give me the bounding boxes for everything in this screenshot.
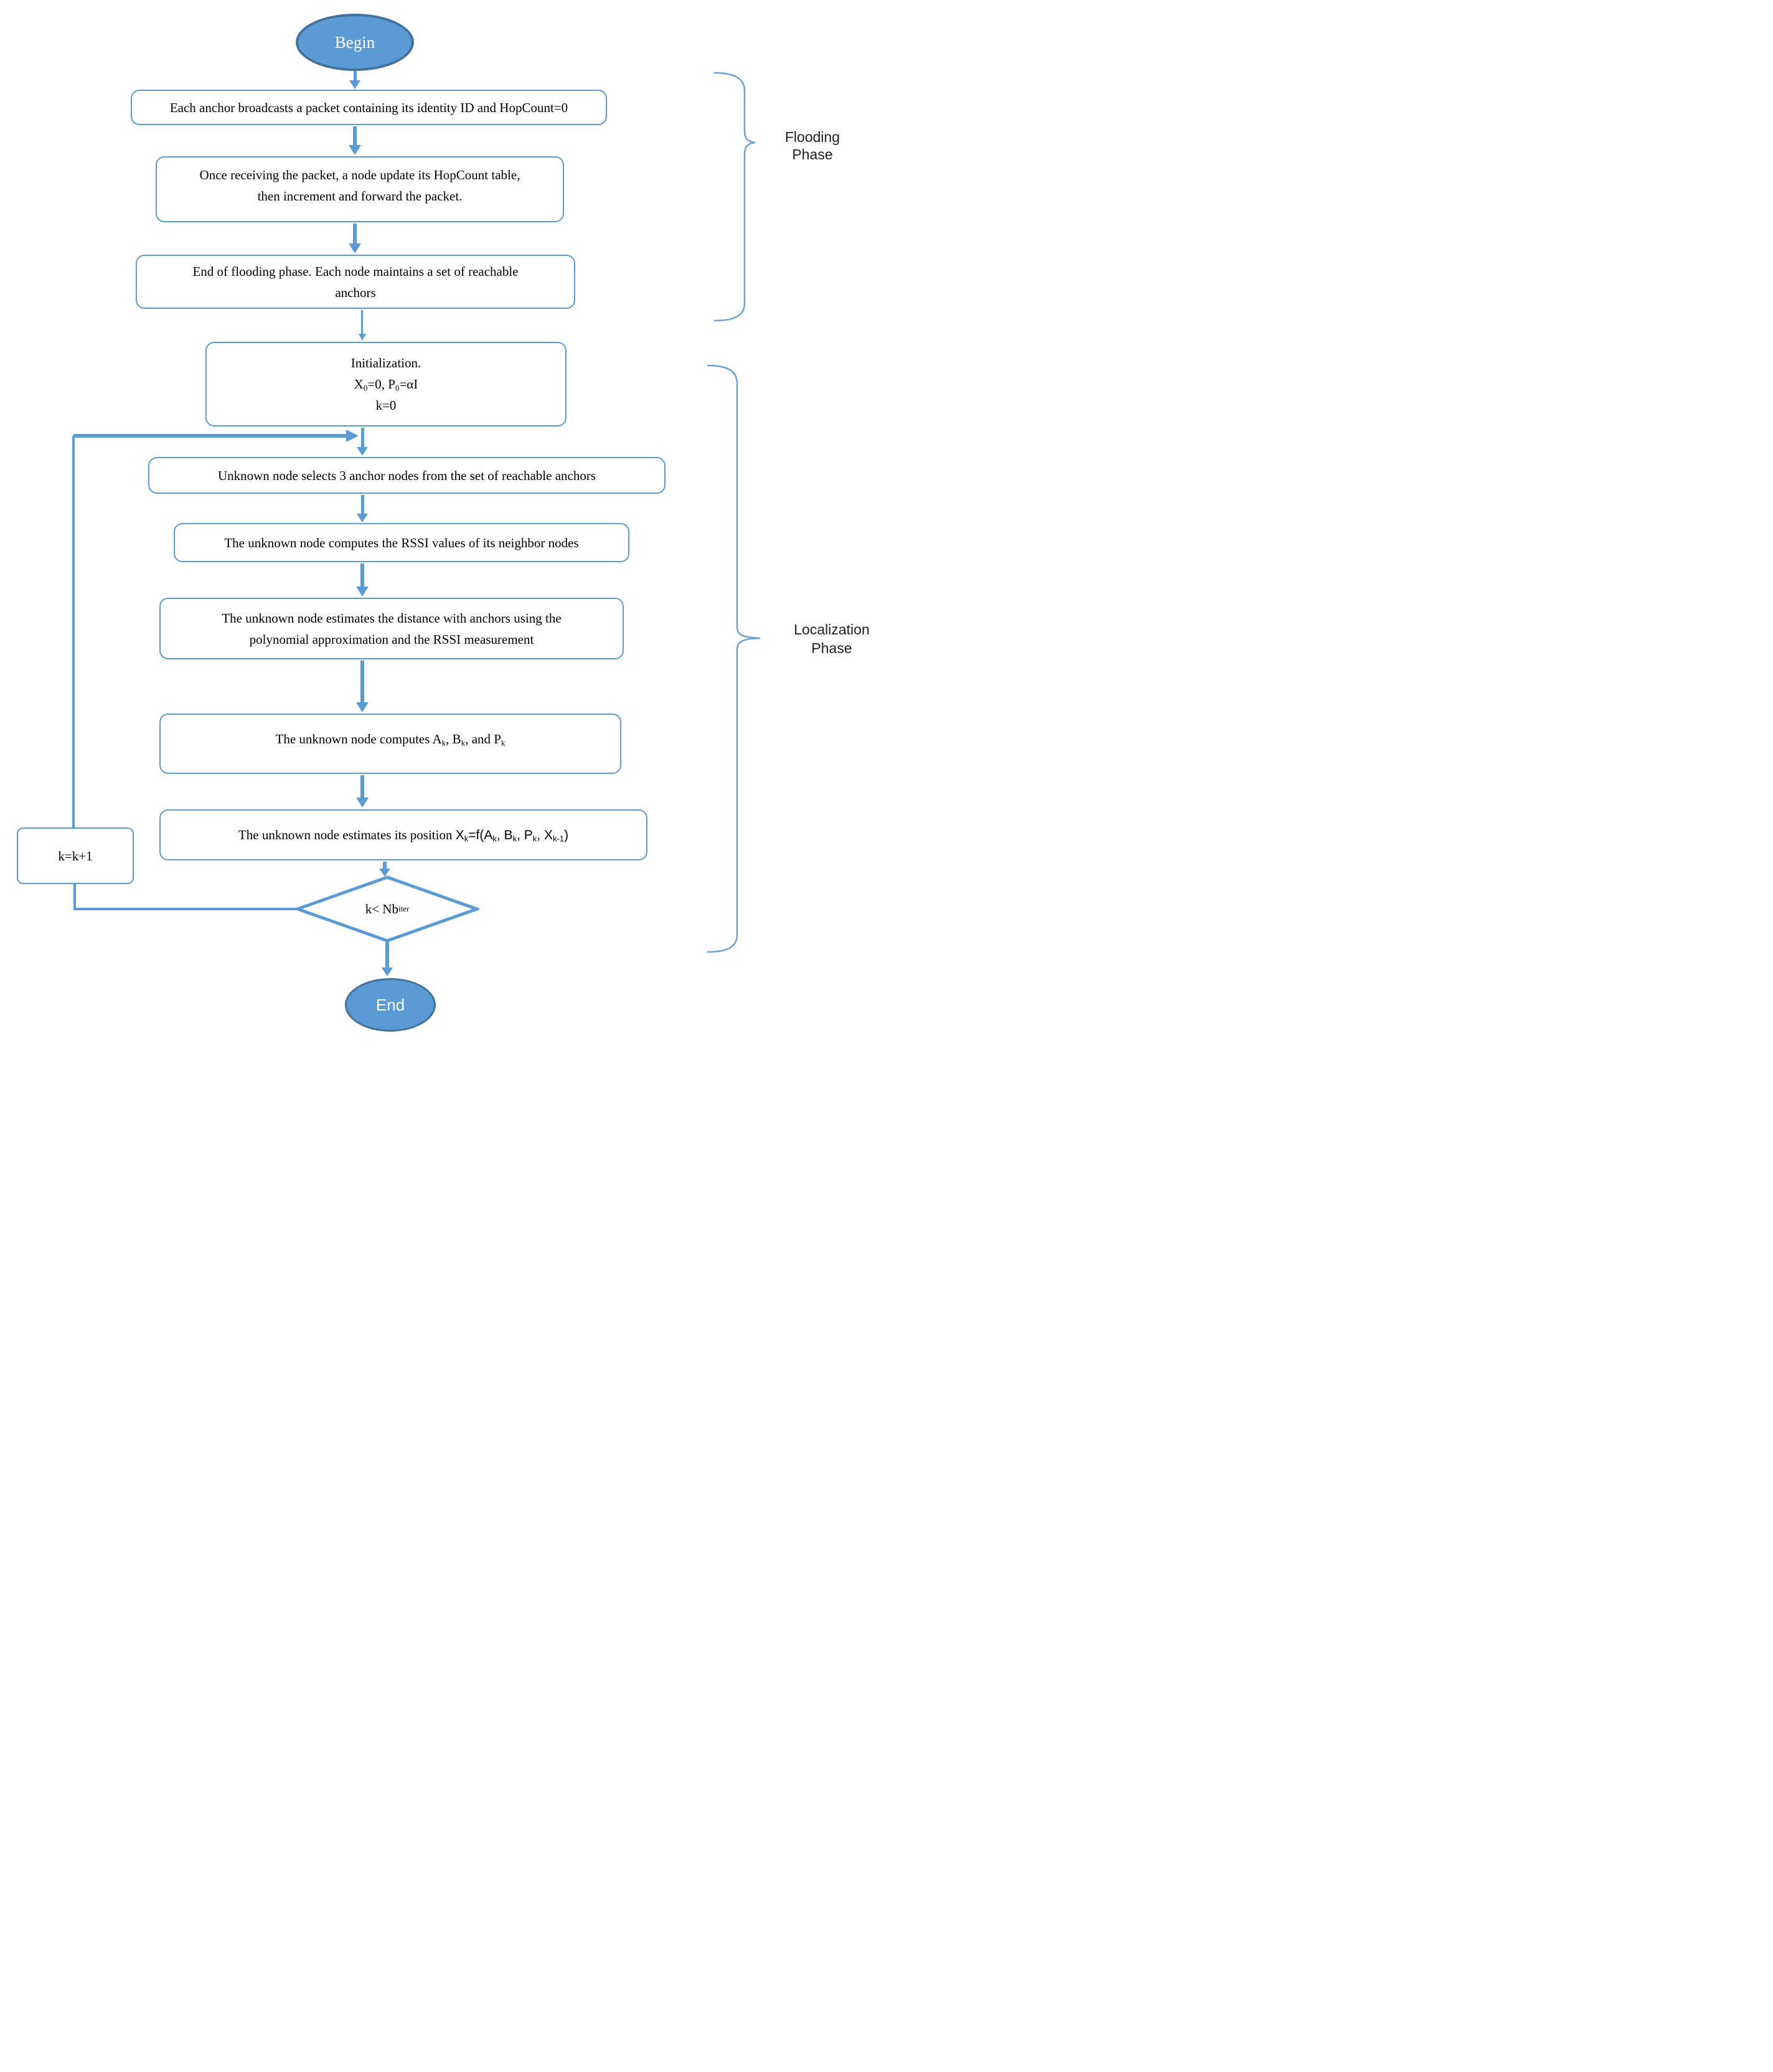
process-select-anchors: Unknown node selects 3 anchor nodes from… (148, 457, 665, 494)
process-text: Initialization. (350, 356, 421, 370)
process-compute-rssi: The unknown node computes the RSSI value… (174, 523, 629, 562)
process-text: X0=0, P0=αI (354, 377, 418, 393)
arrow-step9-to-decision (379, 862, 390, 877)
arrow-step7-to-step8 (356, 661, 369, 712)
loop-return-line-vertical (72, 436, 75, 827)
arrow-step3-to-init (358, 310, 366, 341)
loop-line-below-kbox (73, 884, 76, 909)
localization-phase-label: Localization Phase (794, 621, 870, 656)
flooding-phase-label: Flooding Phase (784, 129, 840, 162)
process-compute-abp: The unknown node computes Ak, Bk, and Pk (159, 713, 621, 774)
loop-return-arrowhead (346, 430, 359, 442)
process-update-hopcount: Once receiving the packet, a node update… (156, 156, 564, 222)
process-text: Unknown node selects 3 anchor nodes from… (217, 468, 596, 483)
arrow-step1-to-step2 (349, 126, 361, 155)
process-text: The unknown node computes Ak, Bk, and Pk (275, 731, 506, 748)
arrow-step2-to-step3 (349, 224, 361, 253)
localization-brace (707, 364, 761, 953)
process-estimate-distance: The unknown node estimates the distance … (159, 598, 624, 659)
process-initialization: Initialization. X0=0, P0=αI k=0 (205, 342, 567, 426)
end-terminal: End (345, 978, 436, 1032)
process-increment-k: k=k+1 (17, 827, 134, 884)
process-text: Once receiving the packet, a node update… (199, 167, 520, 182)
process-text: k=k+1 (58, 848, 93, 864)
arrow-step6-to-step7 (356, 563, 369, 596)
end-label: End (375, 995, 405, 1014)
flowchart: Begin Each anchor broadcasts a packet co… (0, 0, 886, 1036)
process-text: End of flooding phase. Each node maintai… (192, 263, 519, 279)
begin-terminal: Begin (296, 14, 414, 71)
arrow-begin-to-step1 (349, 71, 360, 89)
arrow-step8-to-step9 (356, 775, 369, 808)
loop-line-to-diamond (73, 908, 298, 910)
arrow-decision-to-end (382, 942, 393, 976)
loop-return-line-top (73, 434, 346, 438)
arrow-init-to-step5 (357, 428, 368, 456)
begin-label: Begin (334, 32, 375, 52)
process-text: Each anchor broadcasts a packet containi… (169, 100, 568, 115)
process-end-flooding: End of flooding phase. Each node maintai… (136, 255, 575, 309)
process-text: polynomial approximation and the RSSI me… (249, 631, 534, 647)
process-estimate-position: The unknown node estimates its position … (159, 809, 647, 860)
flooding-brace (713, 72, 756, 322)
process-text: The unknown node estimates its position … (238, 827, 569, 844)
process-text: anchors (335, 285, 376, 300)
process-text: k=0 (375, 398, 397, 413)
process-broadcast: Each anchor broadcasts a packet containi… (131, 90, 607, 125)
process-text: The unknown node estimates the distance … (222, 610, 562, 626)
process-text: The unknown node computes the RSSI value… (224, 535, 579, 550)
process-text: then increment and forward the packet. (257, 189, 463, 204)
arrow-step5-to-step6 (357, 495, 368, 522)
